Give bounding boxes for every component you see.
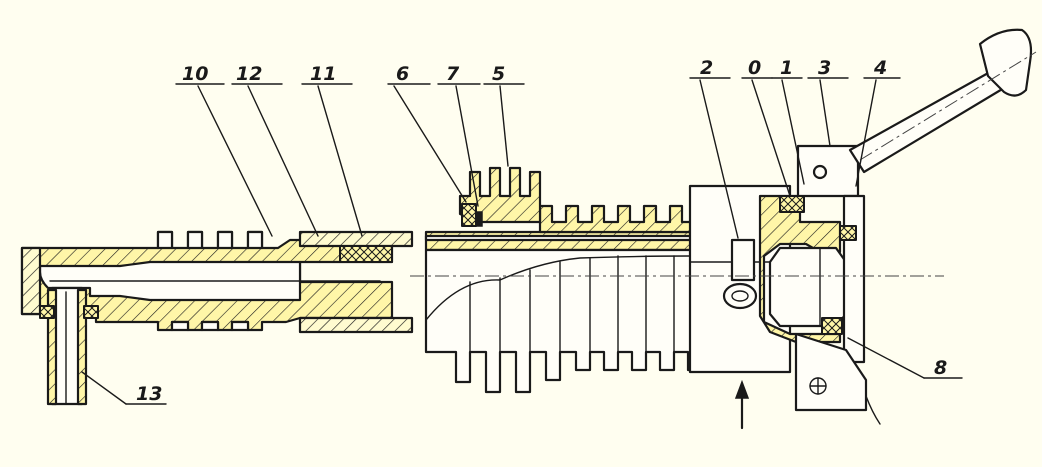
bolt-part-0 [779, 195, 805, 213]
callout-3: 3 [818, 57, 831, 79]
nozzle-seal-right [83, 305, 99, 319]
upper-fin-2 [186, 230, 204, 250]
callout-5: 5 [492, 63, 505, 85]
leader-11 [317, 85, 363, 237]
callout-4: 4 [873, 57, 887, 79]
lever-axis [859, 51, 1037, 161]
lever-arm [848, 70, 1006, 174]
callout-11: 11 [310, 63, 336, 85]
lower-fin-2 [200, 320, 220, 332]
ring-part-7 [475, 211, 483, 227]
lower-fin-3 [230, 320, 250, 332]
cylinder-body [424, 248, 702, 394]
leader-2 [699, 79, 739, 239]
flow-arrow-head [734, 379, 750, 399]
cylinder-inner-line [424, 234, 702, 242]
callout-10: 10 [182, 63, 208, 85]
callout-12: 12 [236, 63, 262, 85]
upper-fin-3 [216, 230, 234, 250]
break-line [425, 255, 691, 321]
upper-fin-1 [156, 230, 174, 250]
leader-13 [81, 371, 127, 405]
nozzle-seal-left [39, 305, 55, 319]
callout-2: 2 [700, 57, 713, 79]
leader-lines [81, 77, 963, 405]
leader-0 [751, 79, 791, 197]
leader-12 [247, 85, 319, 237]
right-valve-housing [688, 28, 1037, 430]
flange-part-3 [796, 144, 860, 198]
collar-part-5 [458, 166, 542, 224]
rotor-disc [768, 246, 848, 328]
bracket-tail [865, 395, 881, 425]
leader-3 [819, 79, 831, 147]
center-cylinder [424, 166, 724, 394]
seal-part-6 [461, 203, 477, 227]
callout-6: 6 [396, 63, 409, 85]
leader-7 [455, 85, 479, 207]
lower-fin-1 [170, 320, 190, 332]
cap-part-1 [758, 194, 842, 344]
leader-6 [393, 85, 467, 203]
stem-head [722, 282, 758, 310]
seal-part-8 [821, 317, 843, 335]
leader-10 [197, 85, 273, 237]
plug-left [20, 246, 42, 316]
sleeve-part-11 [298, 230, 414, 248]
callout-13: 13 [136, 383, 162, 405]
stem-head-inner [731, 290, 749, 302]
flange-side-plate [842, 194, 866, 364]
callout-0: 0 [748, 57, 761, 79]
seal-right-upper [839, 225, 857, 241]
bottom-bracket [794, 332, 868, 412]
left-handle-body [20, 230, 414, 406]
callout-8: 8 [934, 357, 947, 379]
flange-hole-top [812, 164, 828, 180]
callout-7: 7 [446, 63, 460, 85]
callout-labels: 10 12 11 6 7 5 2 0 1 3 4 8 13 [136, 57, 947, 405]
sleeve-part-11-lower [298, 316, 414, 334]
leader-1 [781, 79, 805, 185]
leader-5 [499, 85, 509, 167]
callout-1: 1 [780, 57, 793, 79]
stem-part-2 [730, 238, 756, 282]
leader-8 [847, 337, 925, 379]
leader-4 [855, 79, 877, 187]
upper-fins [538, 204, 702, 234]
upper-fin-4 [246, 230, 264, 250]
insert-part-12 [339, 245, 393, 263]
